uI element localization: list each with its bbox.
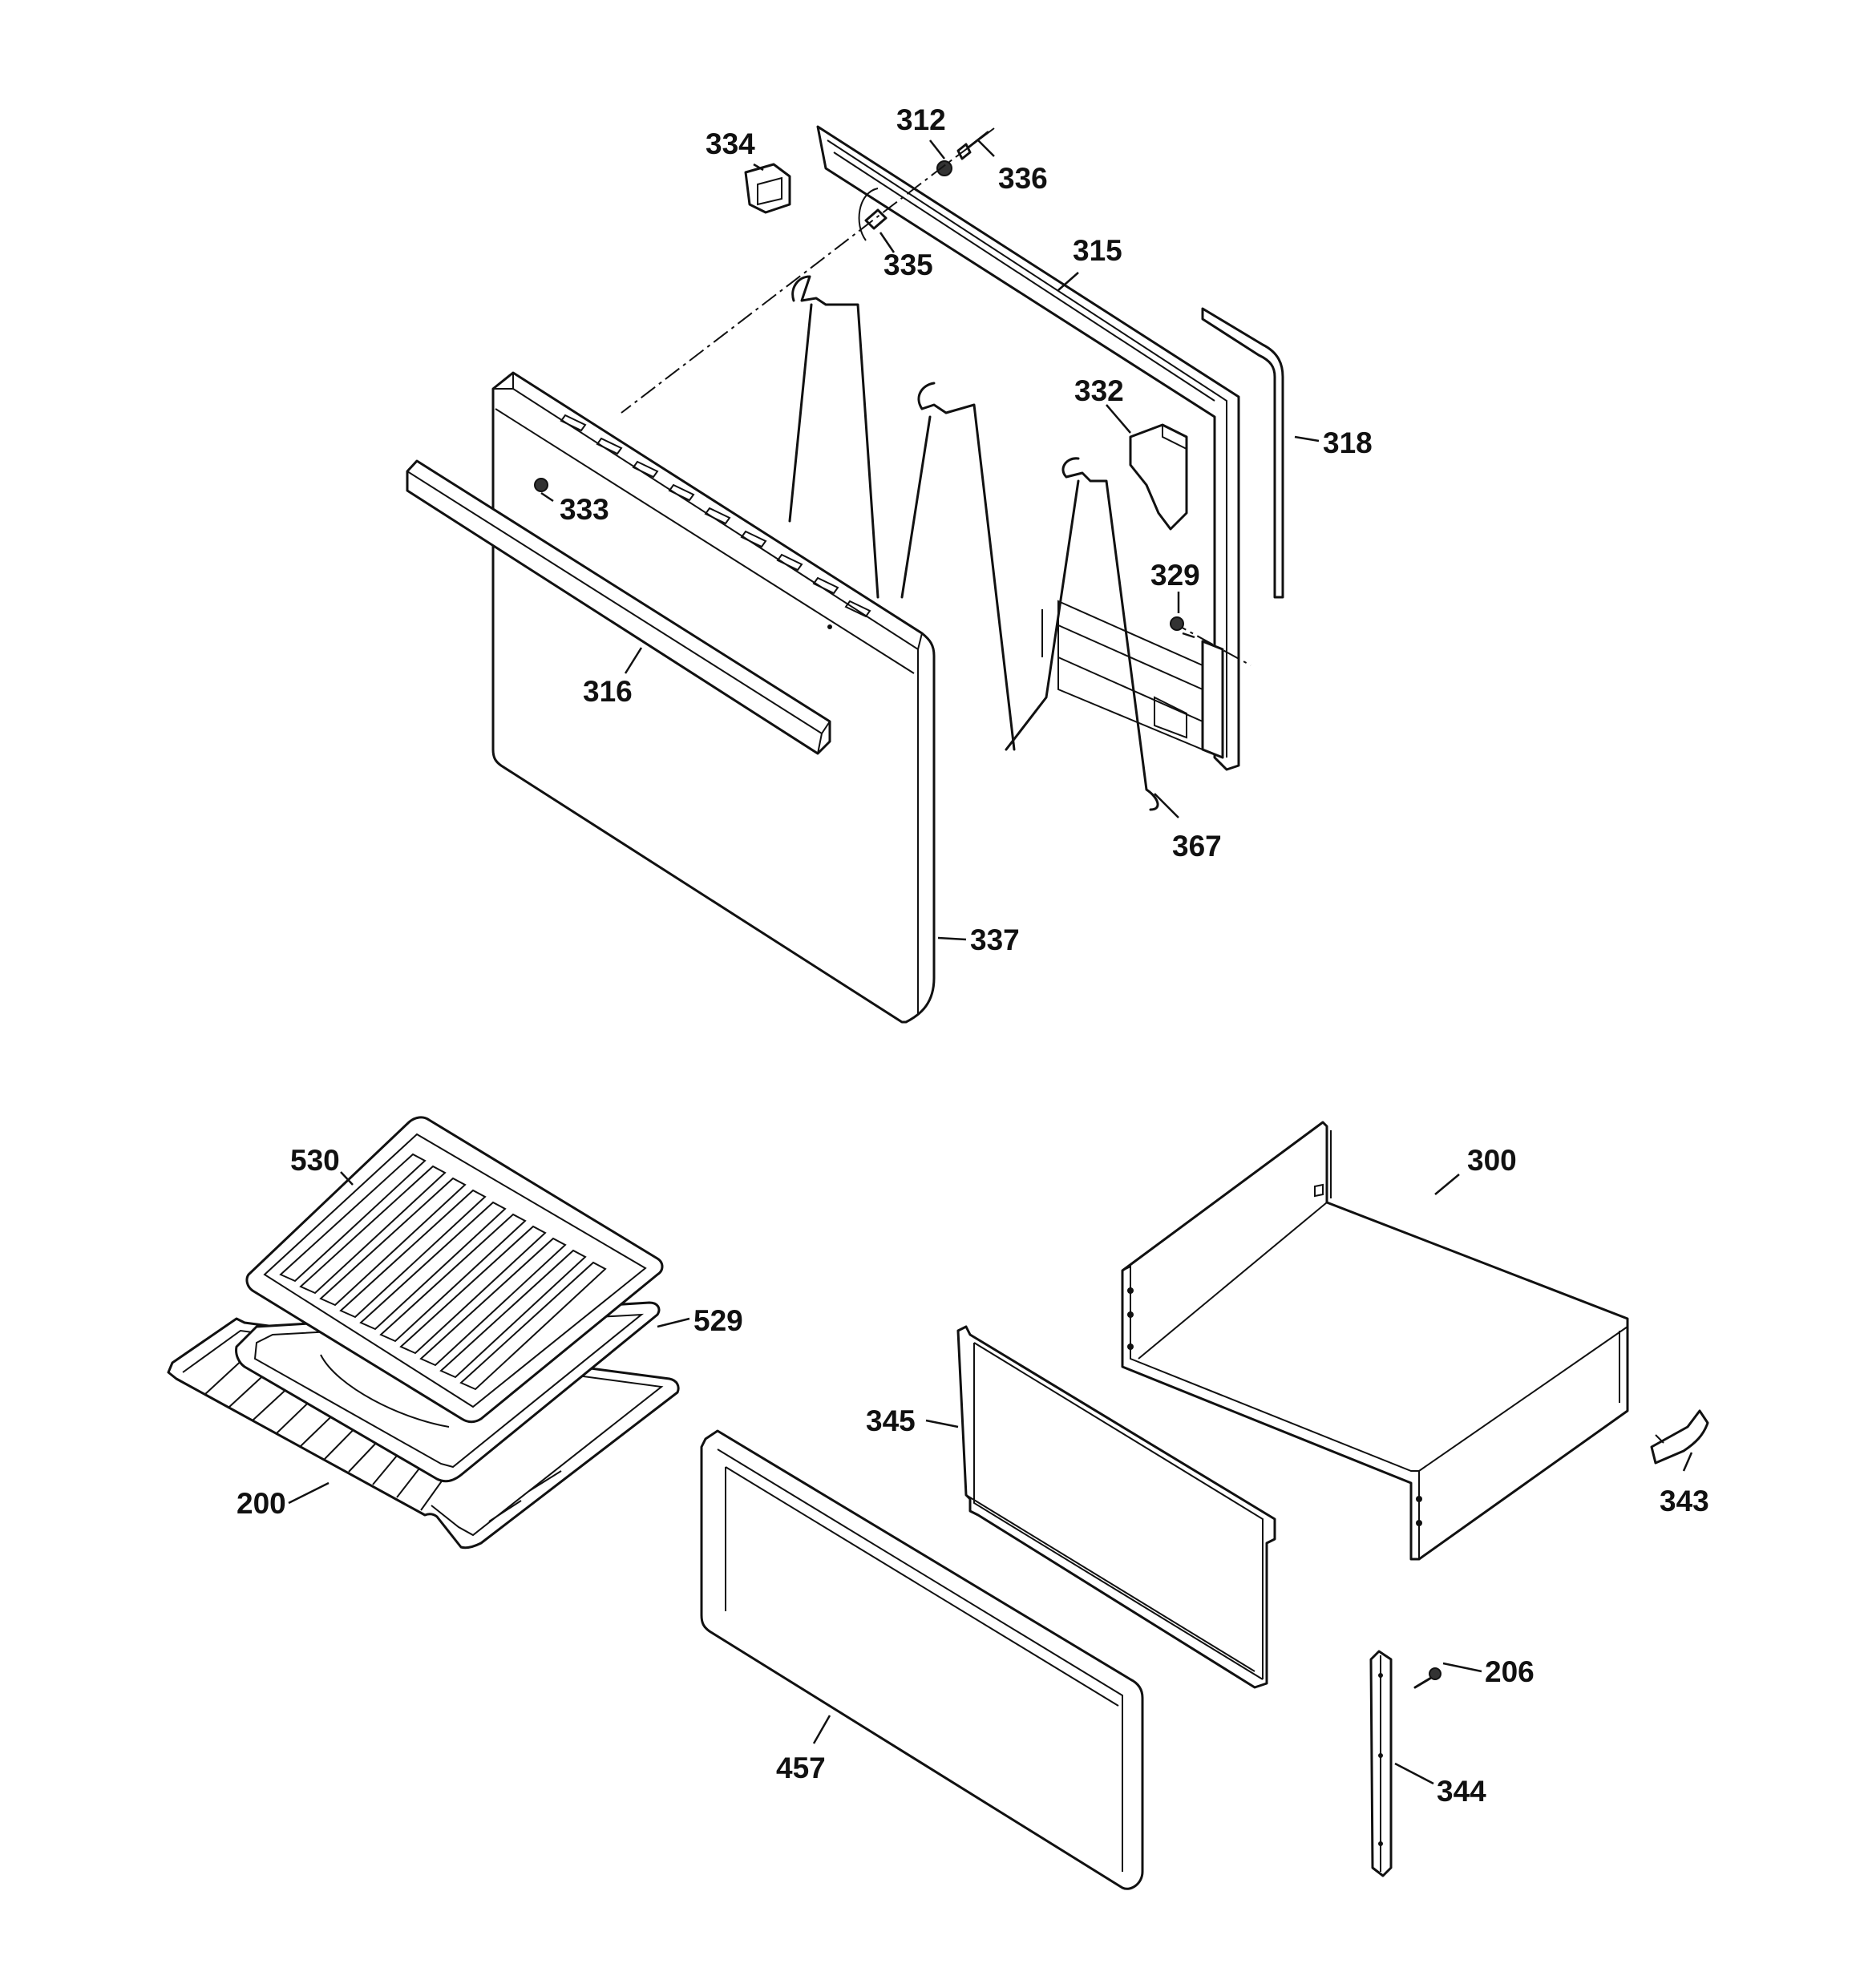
insulation-block	[1129, 423, 1188, 531]
callout-316: 316	[583, 675, 633, 708]
callout-318: 318	[1323, 426, 1373, 459]
alignment-lines	[621, 127, 1251, 666]
drawer-front-panel	[700, 1429, 1144, 1890]
callout-334: 334	[706, 127, 755, 160]
callout-336: 336	[998, 162, 1048, 195]
callout-315: 315	[1073, 234, 1122, 267]
broiler-grid	[245, 1116, 664, 1424]
door-wire-supports	[788, 275, 1159, 811]
callout-345: 345	[866, 1404, 916, 1437]
callout-337: 337	[970, 923, 1020, 956]
screw-329	[1170, 616, 1184, 631]
door-inner-panel	[816, 125, 1240, 771]
callout-200: 200	[237, 1487, 286, 1520]
callout-332: 332	[1074, 374, 1124, 407]
outer-door-panel	[491, 371, 936, 1024]
leader-lines	[288, 139, 1693, 1785]
callout-333: 333	[560, 493, 609, 526]
door-handle	[406, 459, 831, 755]
callout-312: 312	[896, 103, 946, 136]
callout-206: 206	[1485, 1655, 1534, 1688]
callout-530: 530	[290, 1144, 340, 1177]
drawer-body	[1121, 1121, 1629, 1561]
bracket-clip	[744, 163, 791, 214]
callout-344: 344	[1437, 1775, 1486, 1808]
callout-457: 457	[776, 1752, 826, 1784]
callout-329: 329	[1150, 559, 1200, 592]
screw-206	[1413, 1667, 1442, 1689]
callout-300: 300	[1467, 1144, 1517, 1177]
callout-335: 335	[884, 248, 933, 281]
door-gasket-strip	[1201, 307, 1284, 599]
callout-labels: 312 334 336 335 315 332 318 333 329 316 …	[237, 103, 1709, 1808]
callout-343: 343	[1660, 1485, 1709, 1517]
callout-367: 367	[1172, 830, 1222, 863]
callout-529: 529	[693, 1304, 743, 1337]
drawer-back-panel	[956, 1325, 1276, 1689]
drawer-stop	[1650, 1409, 1709, 1465]
drawer-slide-rail	[1369, 1650, 1393, 1877]
